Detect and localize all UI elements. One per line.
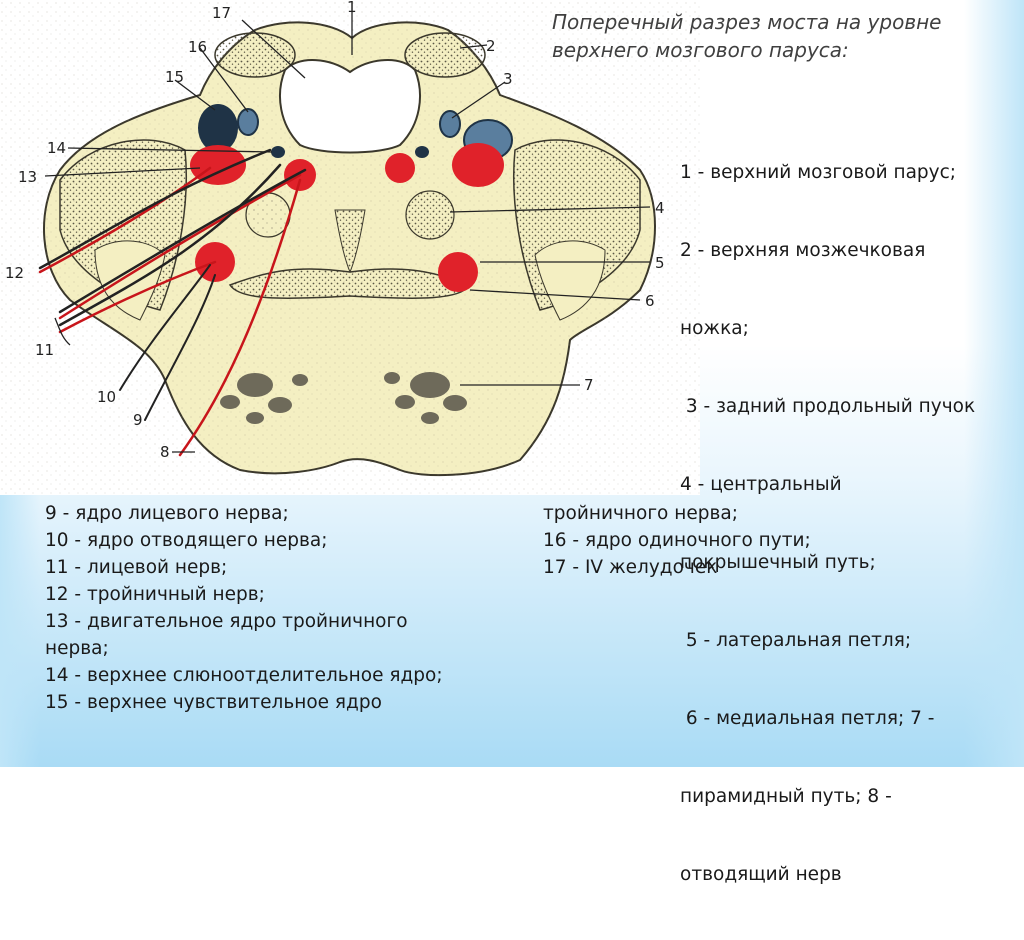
nucleus-9-right [438, 252, 478, 292]
nucleus-16-right [439, 110, 461, 138]
nucleus-10-right [385, 153, 415, 183]
legend-line: 16 - ядро одиночного пути; [543, 530, 811, 551]
legend-line: 15 - верхнее чувствительное ядро [45, 692, 382, 713]
nucleus-14-left [271, 146, 285, 158]
label-6: 6 [645, 292, 655, 310]
pons-cross-section-figure: 1 2 3 4 5 6 7 8 9 10 11 12 13 14 15 16 1… [0, 0, 700, 495]
nucleus-14-right [415, 146, 429, 158]
sup-cerebellar-peduncle-left [214, 32, 296, 78]
sup-cerebellar-peduncle-right [404, 32, 486, 78]
legend-line: 9 - ядро лицевого нерва; [45, 503, 289, 524]
nucleus-13-right [452, 143, 504, 187]
legend-line: 13 - двигательное ядро тройничного [45, 611, 408, 632]
slide: 1 2 3 4 5 6 7 8 9 10 11 12 13 14 15 16 1… [0, 0, 1024, 885]
legend-bottom-left: 9 - ядро лицевого нерва; 10 - ядро отвод… [45, 500, 545, 716]
legend-line: нерва; [45, 638, 109, 659]
label-1: 1 [347, 0, 357, 16]
central-tegmental-tract-right [405, 190, 455, 240]
legend-line: 17 - IV желудочек [543, 557, 718, 578]
label-17: 17 [212, 4, 231, 22]
label-8: 8 [160, 443, 170, 461]
legend-line: 5 - латеральная петля; [680, 630, 912, 651]
label-10: 10 [97, 388, 116, 406]
leader-lines [44, 12, 651, 453]
legend-line: 2 - верхняя мозжечковая [680, 240, 926, 261]
legend-line: покрышечный путь; [680, 552, 876, 573]
legend-line: отводящий нерв [680, 864, 842, 885]
nucleus-13-left [190, 145, 246, 185]
legend-line: 12 - тройничный нерв; [45, 584, 265, 605]
legend-line: ножка; [680, 318, 749, 339]
slide-title: Поперечный разрез моста на уровне верхне… [552, 10, 942, 62]
legend-line: 14 - верхнее слюноотделительное ядро; [45, 665, 443, 686]
label-14: 14 [47, 139, 66, 157]
legend-line: 1 - верхний мозговой парус; [680, 162, 957, 183]
fourth-ventricle [279, 59, 421, 154]
right-side-pale [534, 240, 606, 321]
raphe-dark [334, 209, 366, 274]
legend-line: 4 - центральный [680, 474, 842, 495]
label-15: 15 [165, 68, 184, 86]
legend-line: 11 - лицевой нерв; [45, 557, 228, 578]
label-16: 16 [188, 38, 207, 56]
label-12: 12 [5, 264, 24, 282]
legend-line: 3 - задний продольный пучок [680, 396, 976, 417]
legend-line: тройничного нерва; [543, 503, 738, 524]
nucleus-16-left [237, 108, 259, 136]
pyramidal-tract-right [384, 372, 467, 424]
legend-bottom-right: тройничного нерва; 16 - ядро одиночного … [543, 500, 983, 581]
slide-right-glow [964, 0, 1024, 767]
label-2: 2 [486, 37, 496, 55]
pyramidal-tract-left [220, 373, 308, 424]
label-5: 5 [655, 254, 665, 272]
label-13: 13 [18, 168, 37, 186]
nucleus-15-left [198, 104, 238, 152]
label-7: 7 [584, 376, 594, 394]
nerve-fibres [38, 148, 307, 457]
label-4: 4 [655, 199, 665, 217]
legend-line: 6 - медиальная петля; 7 - [680, 708, 935, 729]
legend-line: пирамидный путь; 8 - [680, 786, 892, 807]
label-11: 11 [35, 341, 54, 359]
legend-line: 10 - ядро отводящего нерва; [45, 530, 328, 551]
label-9: 9 [133, 411, 143, 429]
label-3: 3 [503, 70, 513, 88]
